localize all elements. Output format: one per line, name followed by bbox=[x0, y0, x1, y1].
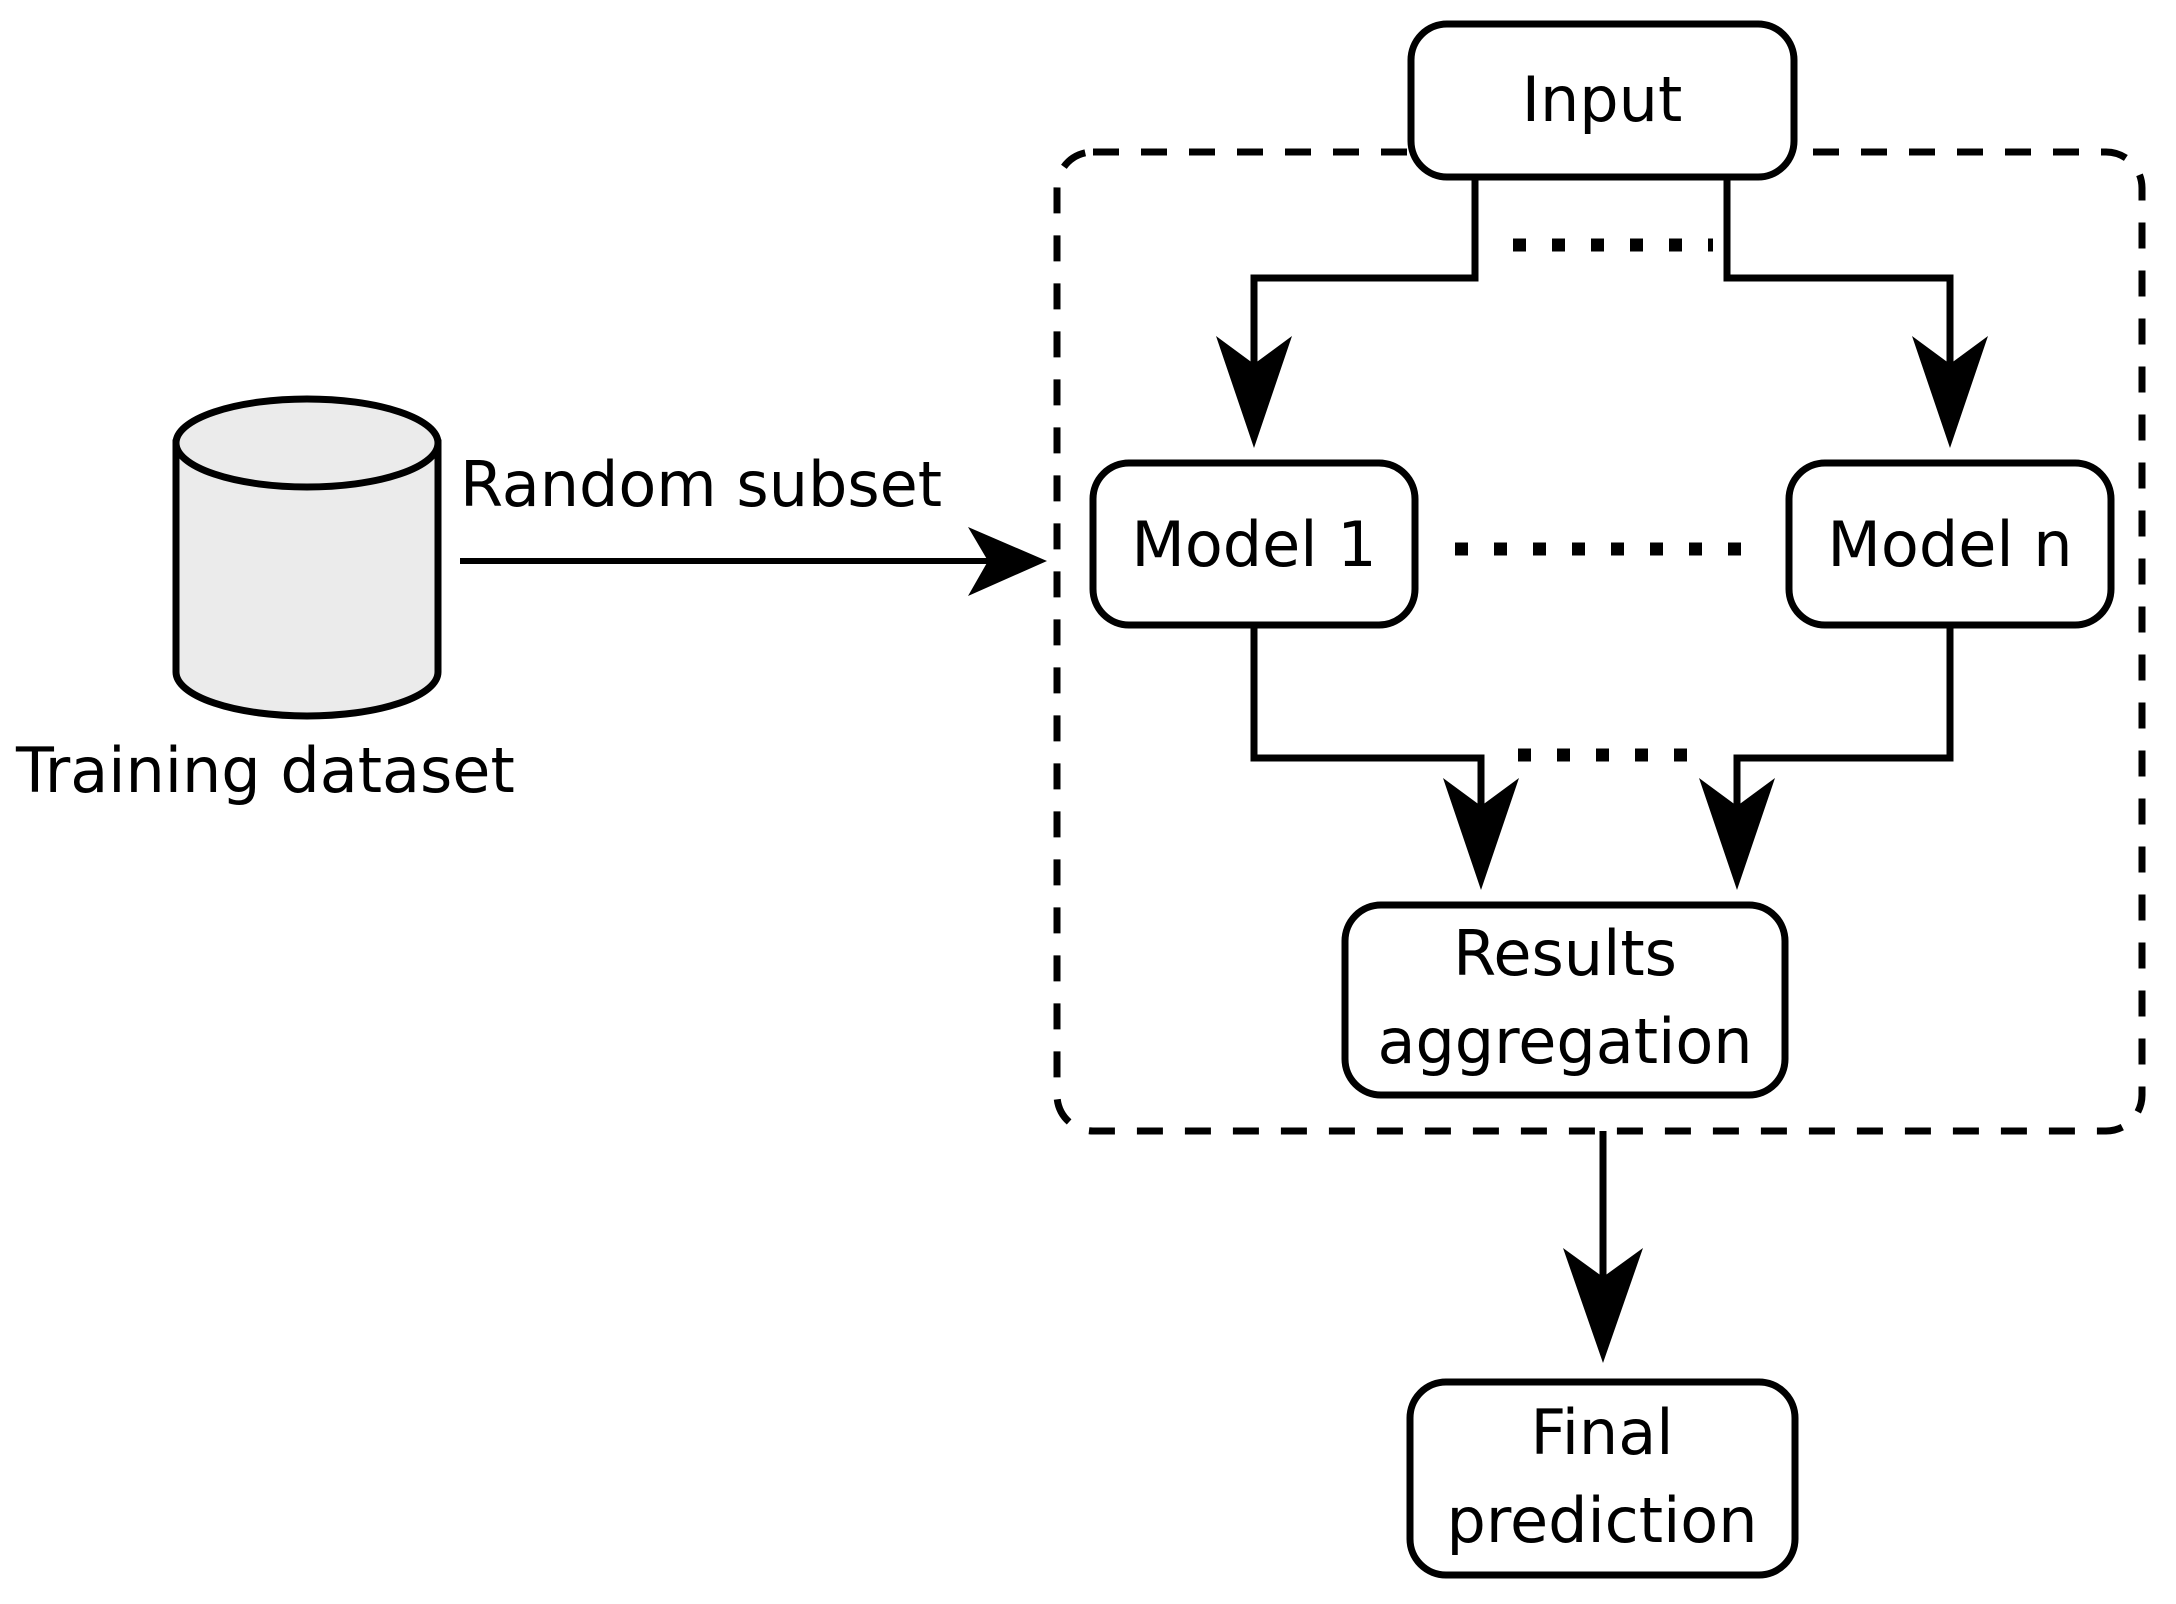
model-n-label: Model n bbox=[1827, 508, 2072, 581]
model-n-node[interactable]: Model n bbox=[1785, 459, 2115, 629]
results-aggregation-label-line2: aggregation bbox=[1377, 1005, 1752, 1078]
training-dataset-label: Training dataset bbox=[15, 734, 515, 807]
final-prediction-label-line2: prediction bbox=[1446, 1484, 1757, 1557]
input-to-models-connector bbox=[1216, 177, 1988, 448]
model-1-node[interactable]: Model 1 bbox=[1089, 459, 1419, 629]
input-label: Input bbox=[1522, 63, 1683, 136]
results-aggregation-node[interactable]: Results aggregation bbox=[1341, 901, 1789, 1099]
final-prediction-node[interactable]: Final prediction bbox=[1406, 1378, 1799, 1579]
results-aggregation-label-line1: Results bbox=[1453, 917, 1677, 990]
training-dataset-cylinder bbox=[172, 395, 442, 720]
final-prediction-label-line1: Final bbox=[1531, 1396, 1674, 1469]
model-1-label: Model 1 bbox=[1131, 508, 1376, 581]
aggregation-to-final-connector bbox=[1563, 1131, 1643, 1363]
input-node[interactable]: Input bbox=[1407, 20, 1798, 181]
ensemble-group-border bbox=[1053, 148, 2146, 1135]
models-to-aggregation-connector bbox=[1250, 625, 1954, 890]
random-subset-label: Random subset bbox=[460, 448, 942, 521]
random-subset-edge bbox=[460, 527, 1047, 596]
